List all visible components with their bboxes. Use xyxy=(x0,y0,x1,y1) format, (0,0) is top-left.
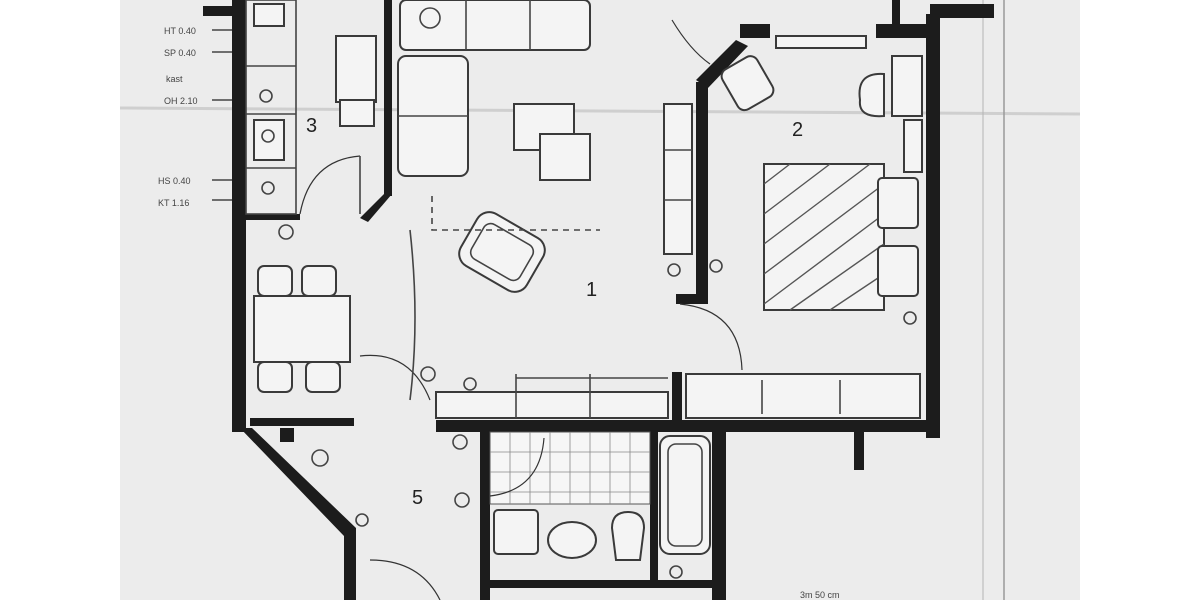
room-number-hallway: 5 xyxy=(412,487,423,509)
side-note-ht: HT 0.40 xyxy=(164,26,196,36)
side-note-kt: KT 1.16 xyxy=(158,198,189,208)
walls xyxy=(203,0,994,600)
living-room-furniture xyxy=(359,0,743,419)
side-note-leaders xyxy=(212,29,232,201)
kitchen-furniture xyxy=(245,0,377,215)
room-number-kitchen: 3 xyxy=(306,115,317,137)
bottom-note: 3m 50 cm xyxy=(800,590,840,600)
side-note-oh: OH 2.10 xyxy=(164,96,198,106)
side-note-small: kast xyxy=(166,74,183,84)
room-number-living: 1 xyxy=(586,279,597,301)
bathroom-fixtures xyxy=(489,431,711,579)
hallway-details xyxy=(280,229,470,600)
side-note-sp: SP 0.40 xyxy=(164,48,196,58)
dining-table-set xyxy=(253,224,351,393)
bedroom-furniture xyxy=(671,19,923,419)
side-note-hs: HS 0.40 xyxy=(158,176,191,186)
room-number-bedroom: 2 xyxy=(792,119,803,141)
